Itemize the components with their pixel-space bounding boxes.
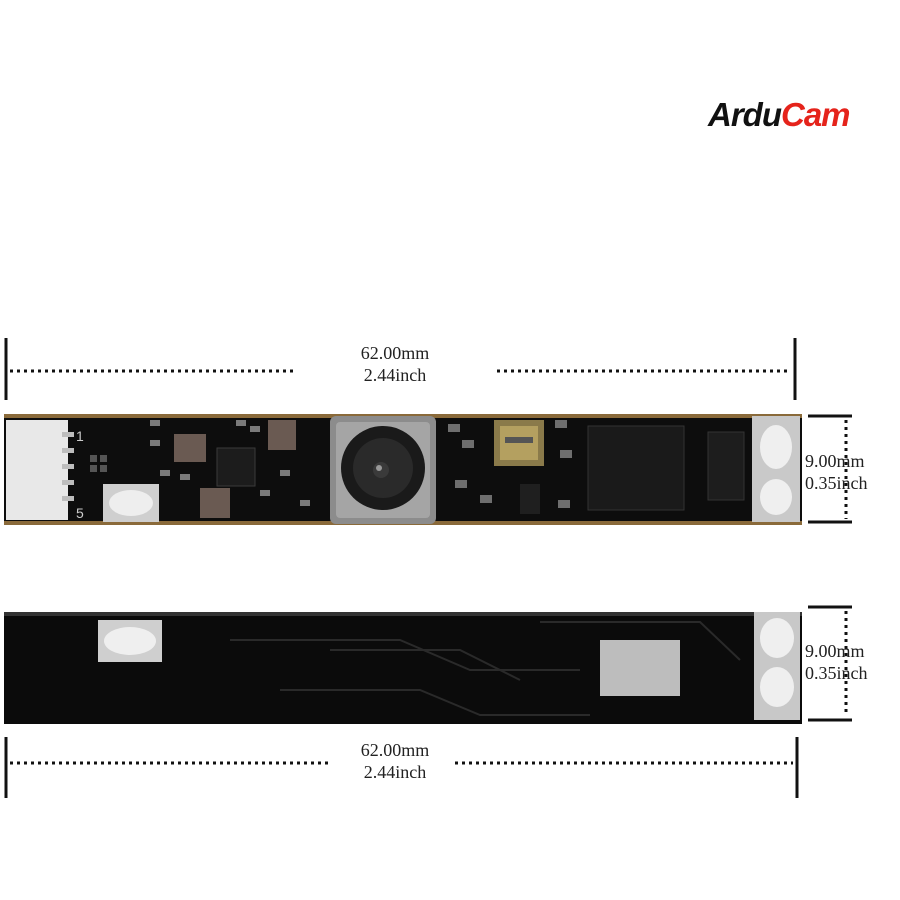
front-length-label: 62.00mm 2.44inch: [360, 343, 430, 385]
arducam-logo: ArduCam: [708, 96, 851, 133]
main-processor-chip: [587, 425, 685, 511]
back-board: [4, 612, 802, 724]
back-length-label: 62.00mm 2.44inch: [360, 740, 430, 782]
fpc-connector: [6, 420, 68, 520]
pin1-marker: 1: [76, 428, 84, 444]
back-width-label: 9.00mm 0.35inch: [805, 641, 868, 683]
front-width-label: 9.00mm 0.35inch: [805, 451, 868, 493]
pin5-marker: 5: [76, 505, 84, 521]
back-solder-pad: [600, 640, 680, 696]
front-board: 1 5: [4, 414, 802, 525]
